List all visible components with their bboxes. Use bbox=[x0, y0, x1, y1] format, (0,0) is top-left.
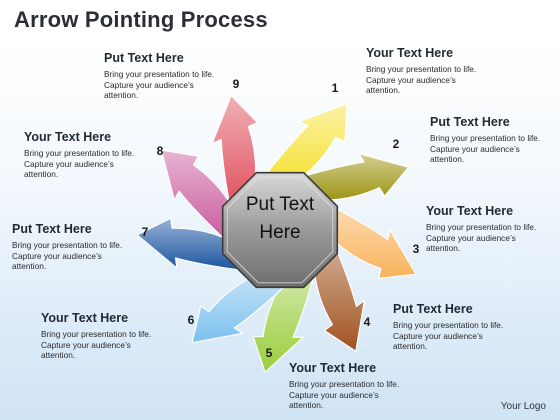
arrow-highlight bbox=[297, 153, 409, 201]
body-line: Bring your presentation to life. bbox=[430, 133, 541, 143]
text-block-heading: Your Text Here bbox=[24, 130, 112, 144]
center-text-line2: Here bbox=[259, 222, 300, 243]
body-line: Capture your audience’s bbox=[366, 74, 456, 85]
body-line: Capture your audience’s bbox=[24, 158, 114, 169]
body-line: attention. bbox=[289, 400, 324, 411]
text-block-heading: Put Text Here bbox=[12, 222, 92, 236]
step-number-9: 9 bbox=[233, 77, 240, 91]
text-block-body: Bring your presentation to life. Capture… bbox=[366, 64, 498, 96]
text-block-body: Bring your presentation to life. Capture… bbox=[430, 133, 560, 165]
page-title: Arrow Pointing Process bbox=[14, 7, 268, 32]
body-line: Bring your presentation to life. bbox=[289, 379, 400, 389]
arrow-step-5 bbox=[252, 272, 316, 373]
text-block-heading: Put Text Here bbox=[104, 51, 184, 65]
body-line: Capture your audience’s bbox=[41, 339, 131, 350]
body-line: attention. bbox=[366, 85, 401, 96]
body-line: Bring your presentation to life. bbox=[366, 64, 477, 74]
text-block-4: Put Text Here Bring your presentation to… bbox=[393, 302, 525, 352]
text-block-heading: Put Text Here bbox=[430, 115, 510, 129]
body-line: Capture your audience’s bbox=[430, 143, 520, 154]
text-block-body: Bring your presentation to life. Capture… bbox=[41, 329, 173, 361]
step-number-1: 1 bbox=[332, 81, 339, 95]
step-number-4: 4 bbox=[364, 315, 371, 329]
text-block-heading: Your Text Here bbox=[41, 311, 129, 325]
text-block-1: Your Text Here Bring your presentation t… bbox=[366, 46, 498, 96]
arrow-step-4 bbox=[314, 241, 365, 352]
arrow-step-6 bbox=[191, 276, 288, 344]
text-block-9: Put Text Here Bring your presentation to… bbox=[104, 51, 236, 101]
text-block-3: Your Text Here Bring your presentation t… bbox=[426, 204, 558, 254]
body-line: Capture your audience’s bbox=[104, 79, 194, 90]
center-octagon: Put Text Here bbox=[221, 171, 339, 289]
text-block-5: Your Text Here Bring your presentation t… bbox=[289, 361, 421, 411]
arrow-step-7 bbox=[136, 217, 244, 271]
arrow-highlight bbox=[329, 204, 416, 279]
arrow-highlight bbox=[192, 277, 287, 343]
step-number-6: 6 bbox=[188, 313, 195, 327]
body-line: Capture your audience’s bbox=[426, 232, 516, 243]
arrow-highlight bbox=[161, 150, 231, 241]
text-block-body: Bring your presentation to life. Capture… bbox=[289, 379, 421, 411]
body-line: attention. bbox=[12, 261, 47, 272]
text-block-heading: Your Text Here bbox=[289, 361, 377, 375]
text-block-6: Your Text Here Bring your presentation t… bbox=[41, 311, 173, 361]
arrow-step-8 bbox=[160, 149, 232, 242]
text-block-heading: Your Text Here bbox=[426, 204, 514, 218]
body-line: attention. bbox=[430, 154, 465, 165]
body-line: Bring your presentation to life. bbox=[426, 222, 537, 232]
arrow-highlight bbox=[137, 218, 243, 271]
arrow-highlight bbox=[212, 95, 258, 207]
logo-text: Your Logo bbox=[500, 401, 546, 412]
body-line: Bring your presentation to life. bbox=[12, 240, 123, 250]
arrow-step-2 bbox=[297, 152, 410, 201]
arrow-step-3 bbox=[328, 204, 417, 279]
step-number-8: 8 bbox=[157, 144, 164, 158]
text-block-8: Your Text Here Bring your presentation t… bbox=[24, 130, 156, 180]
text-block-body: Bring your presentation to life. Capture… bbox=[104, 69, 236, 101]
step-number-3: 3 bbox=[413, 242, 420, 256]
text-block-heading: Your Text Here bbox=[366, 46, 454, 60]
body-line: attention. bbox=[393, 341, 428, 352]
step-number-5: 5 bbox=[266, 346, 273, 360]
arrow-highlight bbox=[253, 272, 315, 373]
arrow-highlight bbox=[263, 103, 348, 179]
body-line: attention. bbox=[41, 350, 76, 361]
body-line: attention. bbox=[24, 169, 59, 180]
body-line: Bring your presentation to life. bbox=[393, 320, 504, 330]
arrow-step-9 bbox=[211, 95, 258, 208]
body-line: Bring your presentation to life. bbox=[24, 148, 135, 158]
body-line: Bring your presentation to life. bbox=[104, 69, 215, 79]
text-block-body: Bring your presentation to life. Capture… bbox=[426, 222, 558, 254]
arrow-step-1 bbox=[263, 103, 348, 180]
body-line: attention. bbox=[104, 90, 139, 101]
text-block-body: Bring your presentation to life. Capture… bbox=[393, 320, 525, 352]
body-line: Capture your audience’s bbox=[393, 330, 483, 341]
body-line: Capture your audience’s bbox=[289, 389, 379, 400]
text-block-7: Put Text Here Bring your presentation to… bbox=[12, 222, 144, 272]
center-text-line1: Put Text bbox=[246, 194, 315, 215]
body-line: Capture your audience’s bbox=[12, 250, 102, 261]
text-block-body: Bring your presentation to life. Capture… bbox=[12, 240, 144, 272]
step-number-7: 7 bbox=[142, 225, 149, 239]
body-line: Bring your presentation to life. bbox=[41, 329, 152, 339]
body-line: attention. bbox=[426, 243, 461, 254]
arrow-highlight bbox=[314, 242, 365, 352]
step-number-2: 2 bbox=[393, 137, 400, 151]
text-block-body: Bring your presentation to life. Capture… bbox=[24, 148, 156, 180]
text-block-heading: Put Text Here bbox=[393, 302, 473, 316]
text-block-2: Put Text Here Bring your presentation to… bbox=[430, 115, 560, 165]
